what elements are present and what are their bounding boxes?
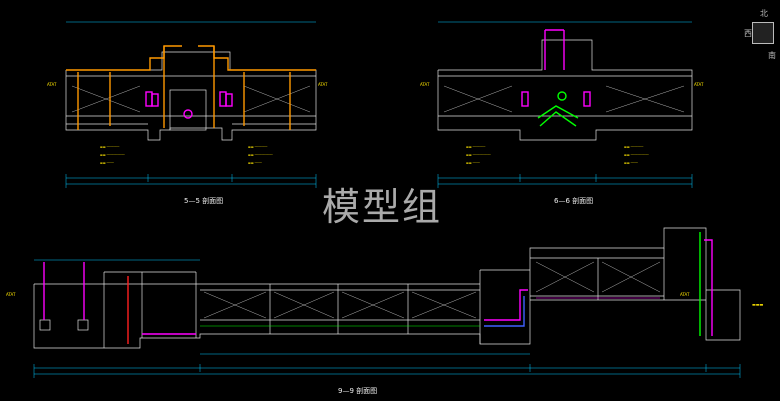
section-6-6-notes: ▬▬ ─────── ▬▬ ────────── ▬▬ ──── ▬▬ ────…	[420, 82, 704, 165]
section-5-5-dims	[65, 21, 317, 188]
svg-text:▬▬ ────: ▬▬ ────	[248, 161, 262, 165]
section-9-9-dims	[33, 259, 741, 378]
svg-text:▬▬ ────: ▬▬ ────	[466, 161, 480, 165]
section-5-5-drawing	[65, 51, 317, 141]
svg-text:ATAT: ATAT	[694, 82, 704, 87]
section-6-6-dims	[437, 21, 693, 188]
svg-text:▬▬ ──────────: ▬▬ ──────────	[624, 153, 649, 157]
svg-text:▬▬ ───────: ▬▬ ───────	[466, 145, 485, 149]
section-9-9-pipes	[43, 232, 713, 344]
svg-text:ATAT: ATAT	[680, 292, 690, 297]
svg-text:ATAT: ATAT	[6, 292, 16, 297]
section-6-6-drawing	[437, 39, 693, 141]
viewcube-face[interactable]	[752, 22, 774, 44]
section-title-5-5: 5—5 剖面图	[184, 197, 224, 205]
section-5-5-pipes	[66, 45, 316, 130]
svg-text:▬▬ ───────: ▬▬ ───────	[100, 145, 119, 149]
svg-text:▬▬ ───────: ▬▬ ───────	[624, 145, 643, 149]
watermark-text: 模型组	[322, 185, 443, 229]
section-6-6-pipes	[521, 29, 591, 127]
svg-text:ATAT: ATAT	[47, 82, 57, 87]
section-9-9-levels: ATAT ATAT ▬▬▬	[6, 292, 764, 307]
section-9-9-drawing	[33, 227, 741, 349]
viewcube-south-label[interactable]: 南	[768, 51, 776, 60]
section-title-9-9: 9—9 剖面图	[338, 387, 378, 395]
viewcube-north-label[interactable]: 北	[760, 9, 768, 18]
section-5-5-notes: ▬▬ ─────── ▬▬ ────────── ▬▬ ──── ▬▬ ────…	[47, 82, 328, 165]
svg-text:ATAT: ATAT	[318, 82, 328, 87]
svg-text:▬▬ ───────: ▬▬ ───────	[248, 145, 267, 149]
viewcube[interactable]: 北 西 南	[742, 8, 780, 60]
svg-text:▬▬ ──────────: ▬▬ ──────────	[248, 153, 273, 157]
section-title-6-6: 6—6 剖面图	[554, 197, 594, 205]
svg-text:▬▬ ────: ▬▬ ────	[100, 161, 114, 165]
svg-text:▬▬▬: ▬▬▬	[752, 302, 764, 307]
svg-text:▬▬ ──────────: ▬▬ ──────────	[466, 153, 491, 157]
viewcube-west-label[interactable]: 西	[744, 29, 752, 38]
svg-text:▬▬ ──────────: ▬▬ ──────────	[100, 153, 125, 157]
svg-text:ATAT: ATAT	[420, 82, 430, 87]
svg-text:▬▬ ────: ▬▬ ────	[624, 161, 638, 165]
